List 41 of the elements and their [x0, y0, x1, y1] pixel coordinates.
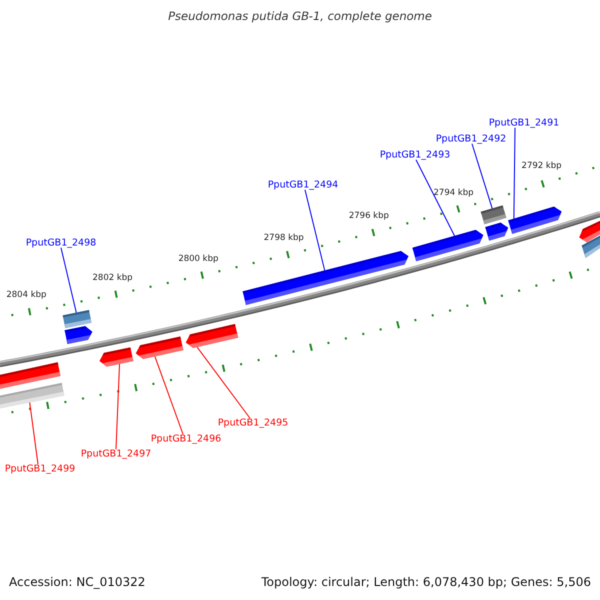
scale-label: 2798 kbp: [264, 234, 304, 242]
scale-label: 2794 kbp: [434, 188, 474, 197]
gene-label: PputGB1_2499: [4, 464, 76, 474]
gene-label: PputGB1_2495: [218, 418, 288, 428]
scale-label: 2792 kbp: [522, 162, 562, 171]
leader-line: [416, 159, 456, 236]
leader-line: [29, 402, 38, 465]
map-title: Pseudomonas putida GB-1, complete genome: [167, 11, 433, 22]
leader-line: [154, 356, 184, 435]
scale-label: 2802 kbp: [92, 273, 133, 282]
gene-label: PputGB1_2496: [150, 434, 222, 444]
leader-line: [116, 363, 120, 450]
gene-label: PputGB1_2498: [26, 238, 96, 248]
scale-label: 2800 kbp: [178, 254, 218, 263]
feature-box: [62, 310, 92, 328]
gene-label: PputGB1_2497: [80, 449, 152, 459]
gene-label: PputGB1_2493: [380, 150, 450, 160]
feature-box: [480, 205, 506, 224]
feature-bar: [0, 362, 60, 389]
leader-line: [304, 189, 326, 272]
gene-block: [508, 206, 562, 234]
gene-block: [136, 336, 184, 359]
leader-line: [513, 127, 516, 220]
gene-block: [99, 347, 134, 367]
gene-block: [485, 222, 508, 241]
gene-block: [186, 324, 238, 348]
gene-block: [242, 250, 409, 305]
feature-box: [582, 236, 600, 258]
leader-line: [60, 247, 77, 314]
scale-label: 2796 kbp: [348, 212, 389, 220]
gene-block: [412, 230, 484, 262]
gene-label: PputGB1_2492: [436, 134, 506, 144]
feature-bar: [0, 382, 64, 408]
gene-block: [64, 326, 92, 344]
gene-label: PputGB1_2491: [488, 118, 560, 128]
leader-line: [196, 346, 250, 419]
scale-label: 2804 kbp: [6, 290, 46, 300]
accession-text: Accession: NC_010322: [9, 576, 146, 588]
leader-line: [472, 143, 493, 209]
genome-summary-text: Topology: circular; Length: 6,078,430 bp; Genes: 5,506: [261, 576, 591, 588]
gene-label: PputGB1_2494: [268, 180, 338, 190]
